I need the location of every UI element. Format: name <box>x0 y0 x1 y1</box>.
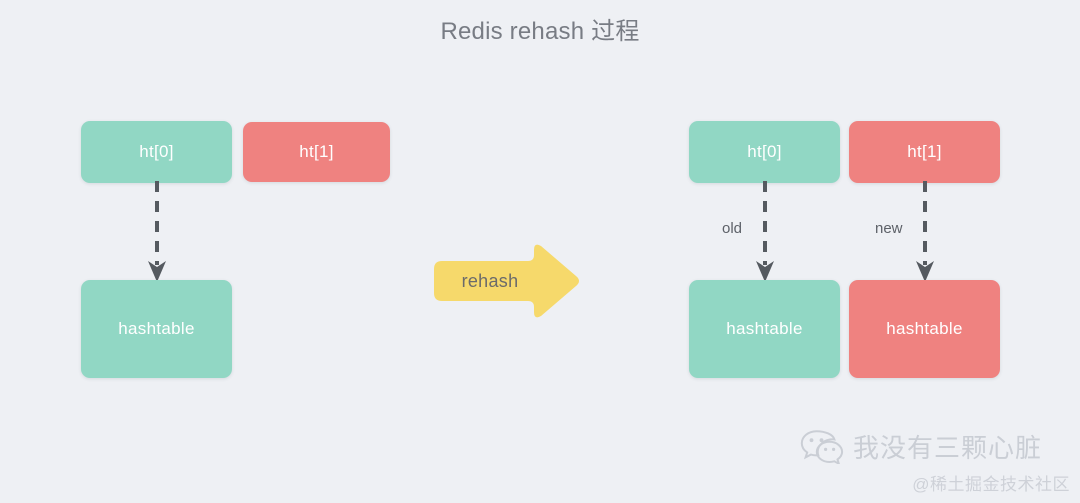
arrow-after-ht1-to-new-hashtable <box>910 181 940 283</box>
node-after-hashtable-old-label: hashtable <box>726 319 803 338</box>
edge-label-new: new <box>875 220 903 237</box>
node-before-hashtable-label: hashtable <box>118 319 195 338</box>
node-after-ht0[interactable]: ht[0] <box>689 121 840 183</box>
arrow-before-ht0-to-hashtable <box>142 181 172 283</box>
node-after-hashtable-new-label: hashtable <box>886 319 963 338</box>
node-before-ht1[interactable]: ht[1] <box>243 122 390 182</box>
edge-label-old: old <box>722 220 743 237</box>
watermark: 我没有三颗心脏 @稀土掘金技术社区 <box>800 424 1072 496</box>
watermark-account-name: 我没有三颗心脏 <box>853 432 1043 463</box>
node-before-ht0[interactable]: ht[0] <box>81 121 232 183</box>
node-after-ht1[interactable]: ht[1] <box>849 121 1000 183</box>
rehash-transition-arrow[interactable]: rehash <box>430 240 582 322</box>
watermark-source: @稀土掘金技术社区 <box>912 475 1070 494</box>
node-after-ht0-label: ht[0] <box>747 142 782 161</box>
arrow-after-ht0-to-old-hashtable <box>750 181 780 283</box>
watermark-name-row: 我没有三颗心脏 <box>800 424 1072 468</box>
wechat-icon <box>800 428 844 464</box>
page-title: Redis rehash 过程 <box>440 18 640 45</box>
node-before-ht1-label: ht[1] <box>299 142 334 161</box>
node-before-hashtable[interactable]: hashtable <box>81 280 232 378</box>
node-before-ht0-label: ht[0] <box>139 142 174 161</box>
node-after-hashtable-old[interactable]: hashtable <box>689 280 840 378</box>
node-after-ht1-label: ht[1] <box>907 142 942 161</box>
node-after-hashtable-new[interactable]: hashtable <box>849 280 1000 378</box>
